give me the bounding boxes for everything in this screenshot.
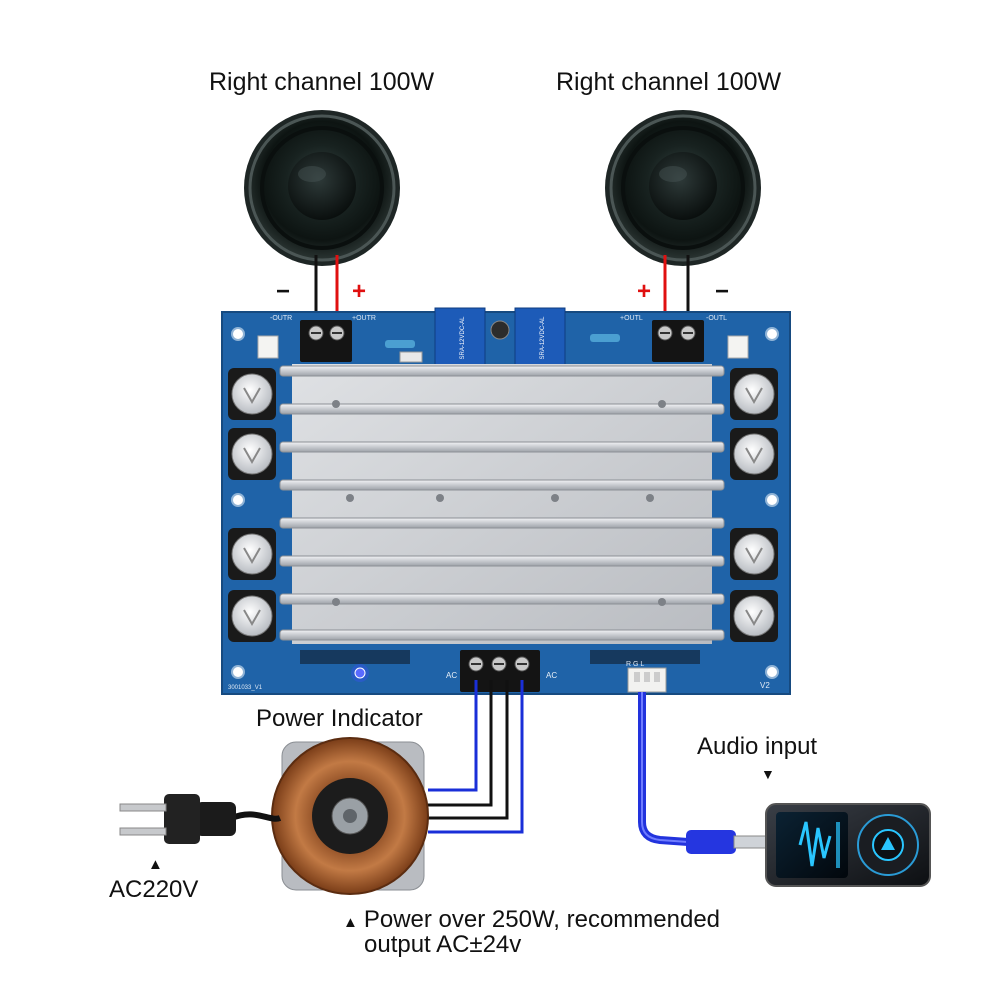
transformer-note-line1: Power over 250W, recommended (363, 906, 721, 933)
ac-input-arrow-icon: ▲ (148, 856, 163, 873)
audio-input-arrow-icon: ▼ (761, 766, 775, 782)
output-terminal-right-channel (300, 320, 352, 362)
audio-input-label: Audio input (697, 733, 818, 760)
right-speaker-minus-sign: − (715, 278, 730, 305)
relay-left-text: SRA-12VDC-AL (460, 316, 466, 360)
left-speaker-plus-sign: + (352, 278, 367, 305)
ac-input-label: AC220V (109, 876, 199, 903)
transformer-note-line2: output AC±24v (364, 931, 522, 958)
audio-cable (638, 692, 767, 854)
toroidal-transformer (271, 737, 429, 895)
capacitors-left (228, 368, 276, 642)
left-speaker (244, 110, 400, 266)
silk-ac-right: AC (546, 671, 557, 680)
transformer-note: ▲ Power over 250W, recommended (343, 907, 720, 935)
right-speaker-label: Right channel 100W (556, 68, 782, 96)
music-player-device (765, 803, 931, 887)
silk-input-pins: R G L (626, 661, 644, 668)
right-speaker-plus-sign: + (637, 278, 652, 305)
heatsink-fins (279, 365, 725, 641)
ac-power-plug (119, 794, 282, 844)
right-speaker (605, 110, 761, 266)
ac-terminal-block (460, 650, 540, 692)
relay-right-text: SRA-12VDC-AL (540, 316, 546, 360)
relay-left: SRA-12VDC-AL (434, 307, 486, 367)
silk-outl-minus: -OUTL (706, 315, 727, 322)
relay-right: SRA-12VDC-AL (514, 307, 566, 367)
silk-outr-minus: -OUTR (270, 315, 292, 322)
heatsink (279, 364, 725, 644)
silk-outl-plus: +OUTL (620, 315, 643, 322)
silk-ac-left: AC (446, 671, 457, 680)
capacitors-right (730, 368, 778, 642)
transformer-wires (428, 680, 524, 834)
audio-input-connector (627, 667, 667, 693)
silk-board-id: 3001033_V1 (228, 685, 263, 691)
output-terminal-left-channel (652, 320, 704, 362)
amplifier-board: SRA-12VDC-AL SRA-12VDC-AL -OUTR +OUTR +O… (221, 307, 791, 695)
silk-version: V2 (760, 681, 770, 690)
power-indicator-led (351, 664, 369, 682)
transformer-note-arrow-icon: ▲ (343, 914, 358, 931)
left-speaker-label: Right channel 100W (209, 68, 435, 96)
left-speaker-minus-sign: − (276, 278, 291, 305)
silk-outr-plus: +OUTR (352, 315, 376, 322)
power-indicator-label: Power Indicator (256, 705, 423, 732)
